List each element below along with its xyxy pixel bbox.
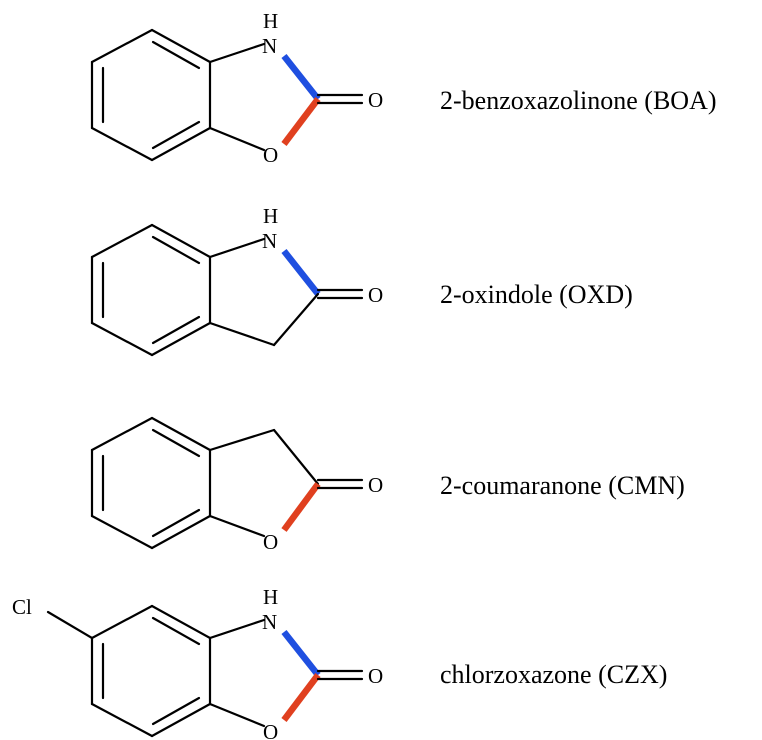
ring-double-bond [151,696,201,726]
molecule-row-cmn: O O 2-coumaranone (CMN) [0,388,762,573]
ring-bond [208,126,266,152]
atom-o-ring: O [263,530,278,554]
atom-o-ring: O [263,720,278,740]
ring-bond [208,618,266,640]
oxygen-carbonyl-bond [281,673,321,722]
ring-bond [90,126,154,162]
ring-bond [150,223,212,259]
structure-oxd: H N O [90,204,383,357]
ring-bond [208,428,276,452]
ring-bond [150,28,212,64]
molecule-row-boa: H N O O 2-benzoxazolinone (BOA) [0,0,762,185]
ring-bond [272,292,320,347]
ring-double-bond [151,120,201,150]
atom-cl: Cl [12,595,32,619]
chlorine-bond [46,610,94,640]
molecule-name-czx: chlorzoxazone (CZX) [440,660,668,689]
ring-bond [90,28,154,64]
nitrogen-carbonyl-bond [281,629,321,678]
atom-o-carbonyl: O [368,88,383,112]
ring-bond [90,702,154,738]
ring-bond [272,428,320,486]
ring-bond [90,223,154,259]
atom-h: H [263,204,278,228]
ring-bond [208,321,276,347]
ring-bond [90,604,154,640]
ring-bond [150,126,212,162]
molecule-row-oxd: H N O 2-oxindole (OXD) [0,195,762,380]
ring-double-bond [151,508,201,538]
ring-bond [208,237,266,259]
oxygen-carbonyl-bond [281,482,321,532]
atom-o-ring: O [263,143,278,167]
ring-bond [150,702,212,738]
structure-czx: Cl H N O O [12,585,383,740]
molecule-row-czx: Cl H N O O chlorzoxazone (CZX) [0,580,762,740]
ring-bond [90,514,154,550]
oxygen-carbonyl-bond [281,97,321,146]
atom-n: N [262,34,277,58]
atom-o-carbonyl: O [368,283,383,307]
molecule-name-oxd: 2-oxindole (OXD) [440,280,633,309]
molecule-name-boa: 2-benzoxazolinone (BOA) [440,86,717,115]
atom-n: N [262,229,277,253]
ring-bond [150,416,212,452]
structure-cmn: O O [90,416,383,554]
atom-o-carbonyl: O [368,473,383,497]
atom-h: H [263,585,278,609]
ring-double-bond [151,235,201,265]
structure-boa: H N O O [90,9,383,167]
atom-h: H [263,9,278,33]
nitrogen-carbonyl-bond [281,53,321,102]
ring-bond [208,514,266,538]
ring-bond [90,416,154,452]
ring-double-bond [151,616,201,646]
ring-double-bond [151,428,201,458]
ring-bond [90,321,154,357]
ring-bond [208,42,266,64]
ring-bond [150,604,212,640]
atom-n: N [262,610,277,634]
ring-bond [150,514,212,550]
ring-bond [208,702,266,728]
nitrogen-carbonyl-bond [281,248,321,297]
ring-bond [150,321,212,357]
molecule-name-cmn: 2-coumaranone (CMN) [440,471,685,500]
atom-o-carbonyl: O [368,664,383,688]
ring-double-bond [151,40,201,70]
ring-double-bond [151,315,201,345]
